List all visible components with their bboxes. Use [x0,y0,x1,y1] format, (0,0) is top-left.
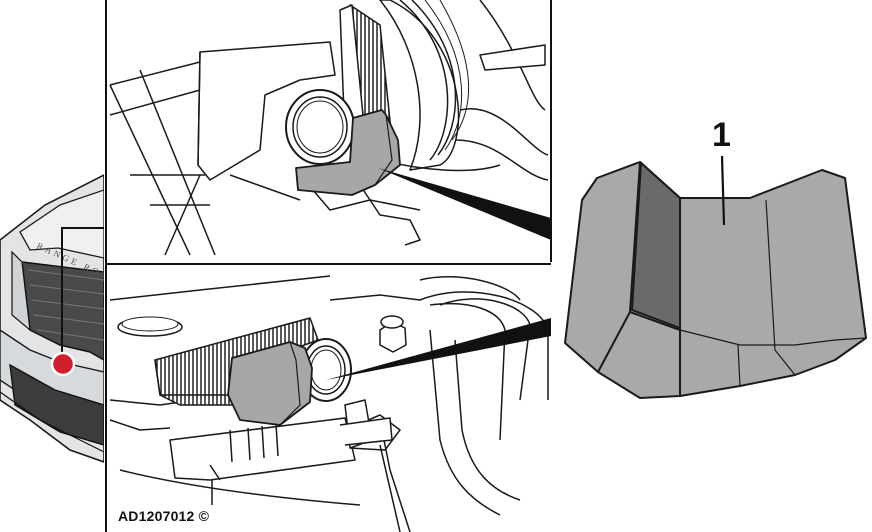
figure-id-label: AD1207012 © [118,508,210,524]
marker-leader-line [61,227,104,362]
location-marker-icon [50,351,76,377]
callout-leader-line [720,155,726,226]
component-detail-view [564,155,867,399]
bottom-detail-view [109,275,549,532]
callout-number-label: 1 [712,116,731,154]
leader-wedge-bottom [326,318,551,380]
shield-pad-icon [564,161,867,399]
vehicle-front-view: RANGE ROVER [0,174,104,463]
top-detail-view [109,0,549,256]
leader-wedge-top [378,168,551,240]
